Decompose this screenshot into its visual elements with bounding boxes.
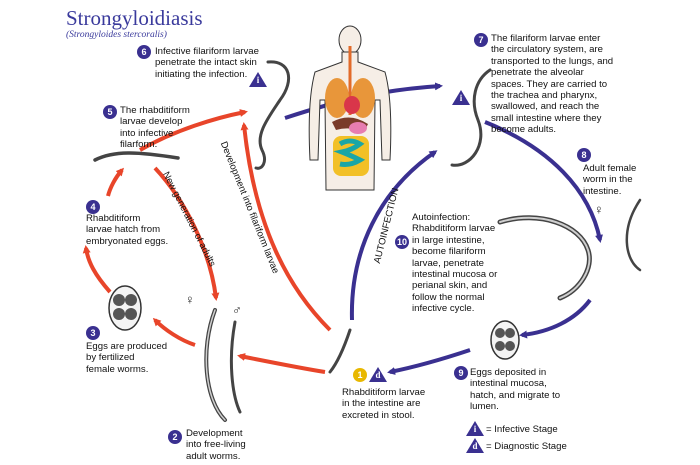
arrow-step7-to-step8 (484, 120, 603, 243)
filariform-larva-icon (254, 60, 290, 170)
step-6-text: Infective filariform larvae penetrate th… (155, 46, 259, 80)
diagram-title: Strongyloidiasis (66, 6, 203, 30)
step-8-badge: 8 (577, 148, 591, 162)
human-body-organs-icon (308, 25, 392, 191)
female-symbol: ♀ (594, 202, 604, 217)
adult-worm-icon (497, 198, 642, 301)
arrow-step9-to-step1 (387, 348, 471, 375)
step-7-text: The filariform larvae enter the circulat… (491, 33, 614, 136)
diagram-subtitle: (Strongyloides stercoralis) (66, 30, 167, 40)
female-symbol: ♀ (185, 292, 195, 307)
rhabditiform-larva-icon (93, 151, 180, 162)
legend-infective-text: = Infective Stage (486, 424, 558, 435)
step-1-text: Rhabditiform larvae in the intestine are… (342, 387, 426, 421)
legend-diagnostic-icon: d (466, 438, 484, 453)
infective-stage-icon: i (249, 72, 267, 87)
arrow-autoinfection (349, 150, 438, 321)
rhabditiform-larva-icon (328, 328, 352, 374)
arrow-new-generation (153, 166, 220, 301)
step-9-text: Eggs deposited in intestinal mucosa, hat… (470, 367, 561, 413)
egg-cluster-icon (490, 320, 520, 360)
step-7-badge: 7 (474, 33, 488, 47)
step-3-text: Eggs are produced by fertilized female w… (86, 341, 168, 375)
step-2-text: Development into free-living adult worms… (186, 428, 246, 462)
step-4-text: Rhabditiform larvae hatch from embryonat… (86, 213, 169, 247)
infective-stage-icon: i (452, 90, 470, 105)
step-2-badge: 2 (168, 430, 182, 444)
step-3-badge: 3 (86, 326, 100, 340)
arrow-step4-to-step5 (106, 167, 124, 197)
egg-cluster-icon (108, 285, 142, 331)
legend-infective-icon: i (466, 421, 484, 436)
step-10-badge: 10 (395, 235, 409, 249)
step-5-text: The rhabditiform larvae develop into inf… (120, 105, 190, 151)
step-6-badge: 6 (137, 45, 151, 59)
arrow-development-filariform (240, 122, 332, 332)
arrow-step3-to-step4 (82, 245, 112, 294)
step-4-badge: 4 (86, 200, 100, 214)
step-10-text: Autoinfection: Rhabditiform larvae in la… (412, 212, 498, 315)
step-8-text: Adult female worm in the intestine. (583, 163, 637, 197)
step-5-badge: 5 (103, 105, 117, 119)
step-1-badge: 1 (353, 368, 367, 382)
arrow-step8-to-step9 (519, 298, 592, 339)
adult-worm-icon (204, 308, 242, 422)
step-9-badge: 9 (454, 366, 468, 380)
arrow-step2-to-step3 (152, 317, 196, 347)
arrow-step1-to-step2 (237, 353, 326, 374)
male-symbol: ♂ (232, 302, 242, 317)
diagnostic-stage-icon: d (369, 367, 387, 382)
filariform-larva-icon (450, 68, 492, 167)
legend-diagnostic-text: = Diagnostic Stage (486, 441, 567, 452)
arrow-step5-to-step6 (139, 109, 248, 152)
